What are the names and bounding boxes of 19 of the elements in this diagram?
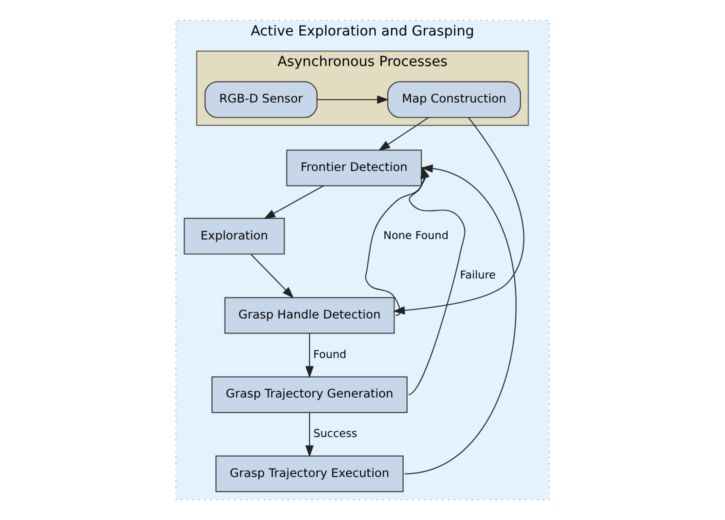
arrow: [263, 185, 324, 220]
node-box: RGB-D Sensor: [204, 81, 318, 118]
node-box: Exploration: [184, 218, 285, 255]
arrow: [378, 117, 430, 151]
node-box: Frontier Detection: [286, 150, 422, 186]
arrow: [305, 333, 314, 378]
node-box: Grasp Trajectory Generation: [212, 376, 408, 413]
arrow: [305, 412, 314, 458]
edge-label: Failure: [460, 268, 496, 282]
node-box: Grasp Handle Detection: [224, 297, 395, 334]
arrow: [392, 116, 524, 314]
arrow: [250, 254, 294, 298]
arrow: [316, 95, 389, 104]
arrow: [404, 164, 516, 474]
edge-label: None Found: [383, 229, 448, 242]
edge-label: Success: [313, 427, 358, 440]
node-box: Map Construction: [387, 81, 521, 118]
node-box: Grasp Trajectory Execution: [215, 456, 404, 492]
edge-label: Found: [313, 348, 346, 361]
